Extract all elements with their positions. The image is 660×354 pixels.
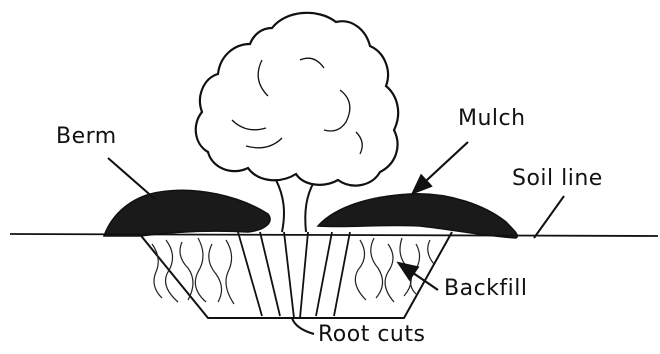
berm-leader <box>108 158 156 200</box>
soil-line-leader <box>534 196 564 238</box>
berm-label: Berm <box>56 124 117 149</box>
mulch-berm-left <box>104 190 270 236</box>
root-cuts-label: Root cuts <box>318 322 425 347</box>
planting-hole <box>138 232 452 318</box>
tree-canopy <box>196 13 398 186</box>
mulch-arrow <box>414 142 468 192</box>
soil-line-label: Soil line <box>512 166 603 191</box>
backfill-label: Backfill <box>444 276 528 301</box>
mulch-berm-right <box>318 194 517 238</box>
root-ball <box>238 232 350 318</box>
backfill-texture <box>152 238 434 304</box>
mulch-label: Mulch <box>458 106 526 131</box>
root-cuts-leader <box>292 318 314 334</box>
